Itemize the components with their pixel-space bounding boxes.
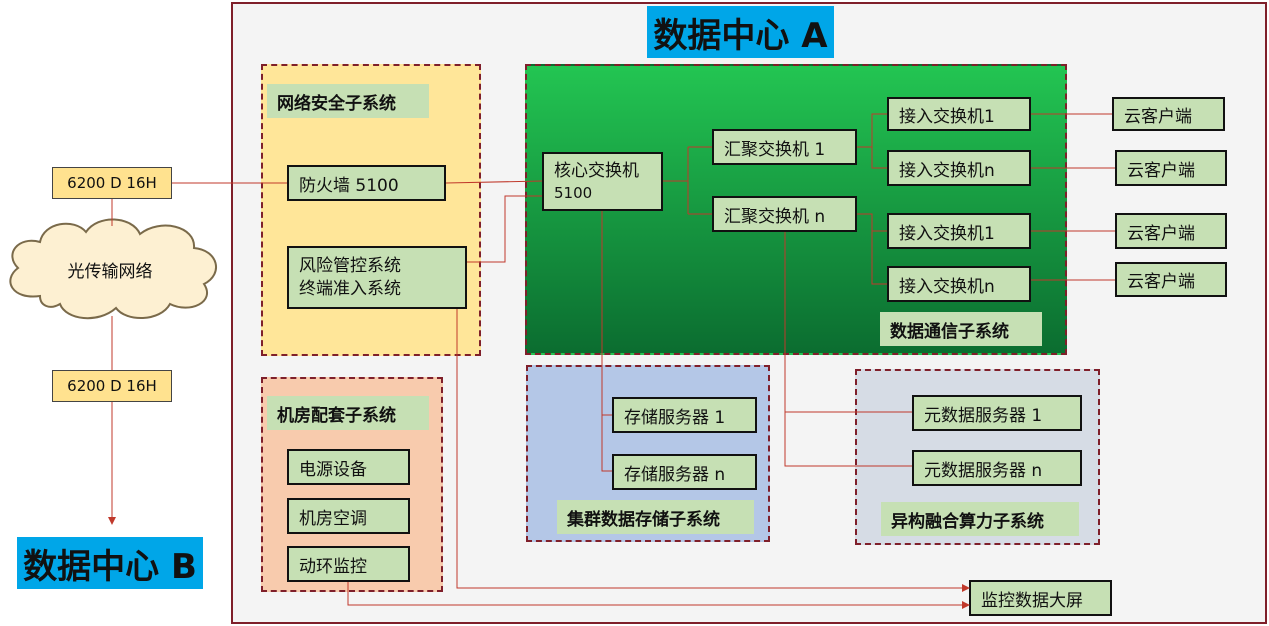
security-subsystem-label: 网络安全子系统 xyxy=(267,84,429,118)
cloud-shape xyxy=(9,218,217,320)
metadata-server-n-node: 元数据服务器 n xyxy=(912,450,1082,486)
compute-subsystem-label: 异构融合算力子系统 xyxy=(881,502,1079,536)
aggregation-switch-n-node: 汇聚交换机 n xyxy=(712,196,857,232)
risk-control-line1: 风险管控系统 xyxy=(299,255,401,276)
air-conditioning-node: 机房空调 xyxy=(287,498,410,534)
core-switch-line2: 5100 xyxy=(554,183,593,202)
cloud-client-node-4: 云客户端 xyxy=(1115,262,1227,297)
risk-control-line2: 终端准入系统 xyxy=(299,278,401,299)
power-equipment-node: 电源设备 xyxy=(287,449,410,485)
storage-subsystem-label: 集群数据存储子系统 xyxy=(557,500,754,534)
optical-device-top-label: 6200 D 16H xyxy=(67,174,157,192)
optical-device-bottom: 6200 D 16H xyxy=(52,370,172,402)
cloud-client-node-1: 云客户端 xyxy=(1112,97,1225,131)
title-data-center-b: 数据中心 B xyxy=(17,537,203,589)
optical-device-top: 6200 D 16H xyxy=(52,167,172,199)
access-switch-node-1: 接入交换机1 xyxy=(887,97,1031,131)
access-switch-node-3: 接入交换机1 xyxy=(887,213,1031,249)
metadata-server-1-node: 元数据服务器 1 xyxy=(912,395,1082,431)
monitoring-screen-node: 监控数据大屏 xyxy=(969,580,1112,616)
access-switch-node-2: 接入交换机n xyxy=(887,150,1031,186)
firewall-node: 防火墙 5100 xyxy=(287,165,446,201)
risk-control-node: 风险管控系统 终端准入系统 xyxy=(287,246,467,309)
communication-subsystem-label: 数据通信子系统 xyxy=(880,312,1042,346)
facility-subsystem-label: 机房配套子系统 xyxy=(267,396,429,430)
cloud-client-node-3: 云客户端 xyxy=(1115,213,1227,249)
storage-server-1-node: 存储服务器 1 xyxy=(612,397,757,433)
title-data-center-a: 数据中心 A xyxy=(647,6,834,58)
cloud-label: 光传输网络 xyxy=(67,261,153,282)
storage-server-n-node: 存储服务器 n xyxy=(612,454,757,490)
core-switch-line1: 核心交换机 xyxy=(554,160,639,181)
core-switch-node: 核心交换机 5100 xyxy=(542,152,663,211)
cloud-client-node-2: 云客户端 xyxy=(1115,150,1227,186)
environment-monitoring-node: 动环监控 xyxy=(287,546,410,582)
access-switch-node-4: 接入交换机n xyxy=(887,266,1031,302)
optical-device-bottom-label: 6200 D 16H xyxy=(67,377,157,395)
aggregation-switch-1-node: 汇聚交换机 1 xyxy=(712,129,857,165)
